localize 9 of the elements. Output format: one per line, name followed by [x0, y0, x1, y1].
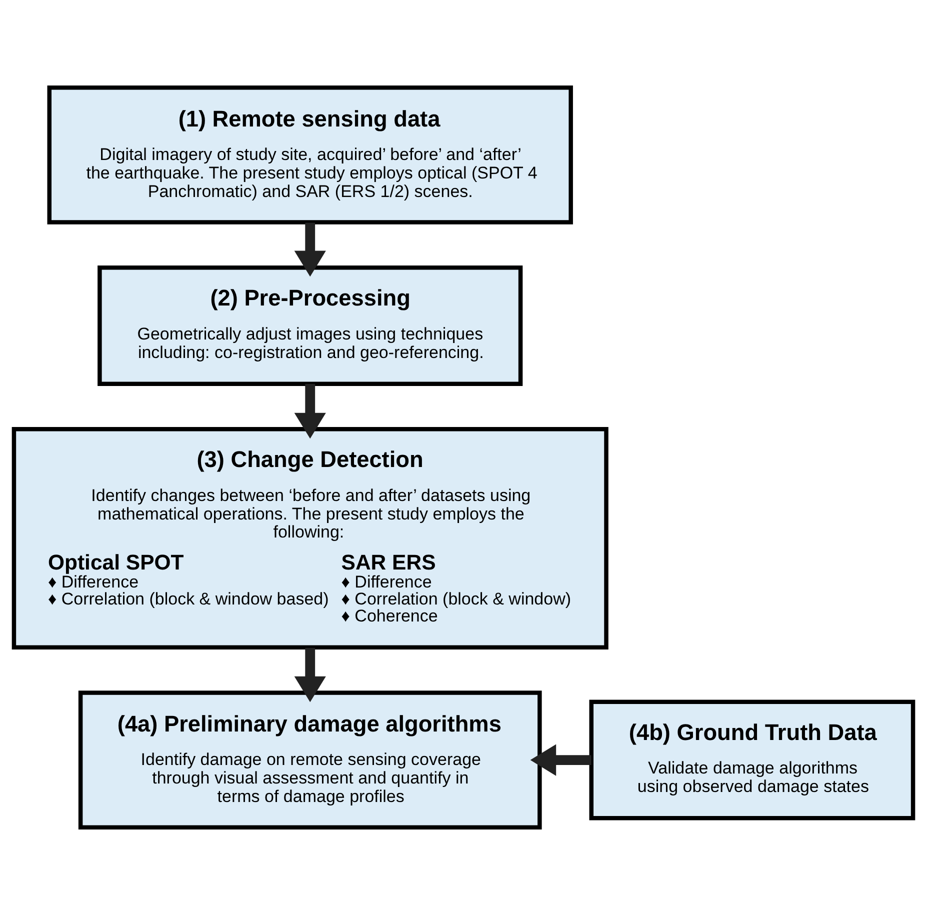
- node-box: (4b) Ground Truth Data Validate damage algorithms using observed damage states: [589, 699, 916, 820]
- arrow: [530, 744, 592, 776]
- node-box: (2) Pre-Processing Geometrically adjust images using techniques including: co-registration and geo-referencing.: [98, 265, 523, 386]
- node-box: (4a) Preliminary damage algorithms Identify damage on remote sensing coverage through visual assessment and quantify in terms of damage profiles: [78, 690, 542, 829]
- arrow: [294, 647, 326, 702]
- node-box: (1) Remote sensing data Digital imagery of study site, acquired’ before’ and ‘after’ the earthquake. The present study employs optical (SPOT 4 Panchromatic) and SAR (ERS 1/2) scenes.: [47, 85, 573, 224]
- arrow: [294, 383, 326, 438]
- node-box: (3) Change Detection Identify changes between ‘before and after’ datasets using mathematical operations. The present study employs the following: Optical SPOT ♦ Difference ♦ Correlation (block & window based) SAR ERS ♦ Difference ♦ Correlation (block & window) ♦ Coherence: [12, 426, 608, 649]
- arrow: [294, 222, 326, 276]
